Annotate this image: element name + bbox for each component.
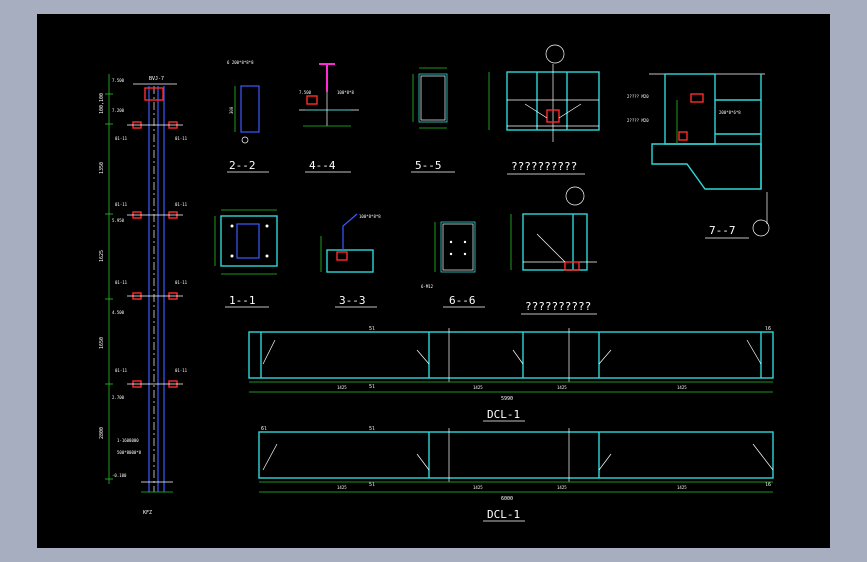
col-dim-5: 2800 bbox=[99, 427, 105, 439]
beam-dcl-1-top: 5l 5l l6 1425 1425 1425 1425 5990 DCL-1 bbox=[248, 326, 774, 422]
col-elev-1: 7.500 bbox=[112, 78, 125, 83]
beam2-bot-label: 5l bbox=[369, 482, 375, 488]
s22-note: 6 200*8*8*8 bbox=[227, 60, 254, 65]
col-label-3: 01-11 bbox=[115, 202, 128, 207]
col-elev-4: 4.500 bbox=[112, 310, 125, 315]
qmark-1: ?????????? bbox=[511, 160, 577, 173]
s77-note-2: 2???? M20 bbox=[627, 118, 649, 123]
section-6-6: 6-M12 6--6 bbox=[421, 221, 485, 308]
col-base-note2: 500*8000*8 bbox=[117, 450, 142, 455]
section-3-3: 100*8*8*8 3--3 bbox=[320, 213, 381, 308]
beam-dcl-1-bottom: 6l 5l 5l l6 1425 1425 1425 1425 6000 DCL… bbox=[258, 426, 774, 522]
col-elev-3: 5.950 bbox=[112, 218, 125, 223]
s44-title: 4--4 bbox=[309, 159, 336, 172]
col-dim-3: 1625 bbox=[99, 250, 105, 262]
detail-mid: ?????????? bbox=[510, 186, 597, 315]
s66-title: 6--6 bbox=[449, 294, 476, 307]
beam1-span-2: 1425 bbox=[473, 385, 483, 390]
s44-elev: 7.500 bbox=[299, 90, 312, 95]
beam2-span-4: 1425 bbox=[677, 485, 687, 490]
s33-note: 100*8*8*8 bbox=[359, 214, 381, 219]
col-label-7: 01-11 bbox=[115, 368, 128, 373]
col-base-note: 1-1608000 bbox=[117, 438, 139, 443]
col-label-2: 01-11 bbox=[175, 136, 188, 141]
col-label-4: 01-11 bbox=[175, 202, 188, 207]
beam1-total: 5990 bbox=[501, 396, 513, 402]
beam2-end-label: l6 bbox=[765, 482, 771, 488]
col-label-6: 01-11 bbox=[175, 280, 188, 285]
s77-note-1: 2???? M20 bbox=[627, 94, 649, 99]
section-7-7: 2???? M20 2???? M20 200*8*6*8 7--7 bbox=[627, 73, 770, 239]
s77-note-3: 200*8*6*8 bbox=[719, 110, 741, 115]
col-label-8: 01-11 bbox=[175, 368, 188, 373]
beam1-bot-label: 5l bbox=[369, 384, 375, 390]
section-4-4: 7.500 100*8*8 4--4 bbox=[299, 63, 359, 173]
col-elev-2: 7.200 bbox=[112, 108, 125, 113]
beam2-title: DCL-1 bbox=[487, 508, 520, 521]
col-brackets bbox=[127, 121, 183, 388]
beam2-span-3: 1425 bbox=[557, 485, 567, 490]
beam1-top-label: 5l bbox=[369, 326, 375, 332]
drawing-canvas: 100,100 1350 1625 1650 2800 BVJ-7 7.500 … bbox=[37, 14, 830, 548]
col-dim-1: 100,100 bbox=[99, 93, 105, 114]
beam1-span-1: 1425 bbox=[337, 385, 347, 390]
beam2-total: 6000 bbox=[501, 496, 513, 502]
col-elev-5: 2.700 bbox=[112, 395, 125, 400]
s55-title: 5--5 bbox=[415, 159, 442, 172]
s22-title: 2--2 bbox=[229, 159, 256, 172]
section-5-5: 5--5 bbox=[411, 67, 455, 173]
s77-title: 7--7 bbox=[709, 224, 736, 237]
beam2-start-label: 6l bbox=[261, 426, 267, 432]
beam1-title: DCL-1 bbox=[487, 408, 520, 421]
beam1-span-3: 1425 bbox=[557, 385, 567, 390]
beam1-end-label: l6 bbox=[765, 326, 771, 332]
beam2-top-label: 5l bbox=[369, 426, 375, 432]
col-dim-2: 1350 bbox=[99, 162, 105, 174]
col-elev-6: -0.100 bbox=[112, 473, 127, 478]
s66-note: 6-M12 bbox=[421, 284, 434, 289]
s44-note: 100*8*8 bbox=[337, 90, 354, 95]
beam2-span-2: 1425 bbox=[473, 485, 483, 490]
col-label-5: 01-11 bbox=[115, 280, 128, 285]
beam2-span-1: 1425 bbox=[337, 485, 347, 490]
col-dim-4: 1650 bbox=[99, 337, 105, 349]
col-title: KFZ bbox=[143, 510, 152, 516]
s11-title: 1--1 bbox=[229, 294, 256, 307]
section-2-2: 300 6 200*8*8*8 2--2 bbox=[227, 60, 269, 173]
column-kfz: 100,100 1350 1625 1650 2800 BVJ-7 7.500 … bbox=[99, 74, 188, 516]
s22-dim: 300 bbox=[229, 106, 234, 114]
beam1-span-4: 1425 bbox=[677, 385, 687, 390]
detail-top: ?????????? bbox=[488, 44, 600, 175]
cad-drawing: 100,100 1350 1625 1650 2800 BVJ-7 7.500 … bbox=[99, 44, 774, 522]
col-top-tag: BVJ-7 bbox=[149, 76, 164, 82]
s33-title: 3--3 bbox=[339, 294, 366, 307]
col-label-1: 01-11 bbox=[115, 136, 128, 141]
qmark-2: ?????????? bbox=[525, 300, 591, 313]
section-1-1: 1--1 bbox=[214, 209, 278, 308]
